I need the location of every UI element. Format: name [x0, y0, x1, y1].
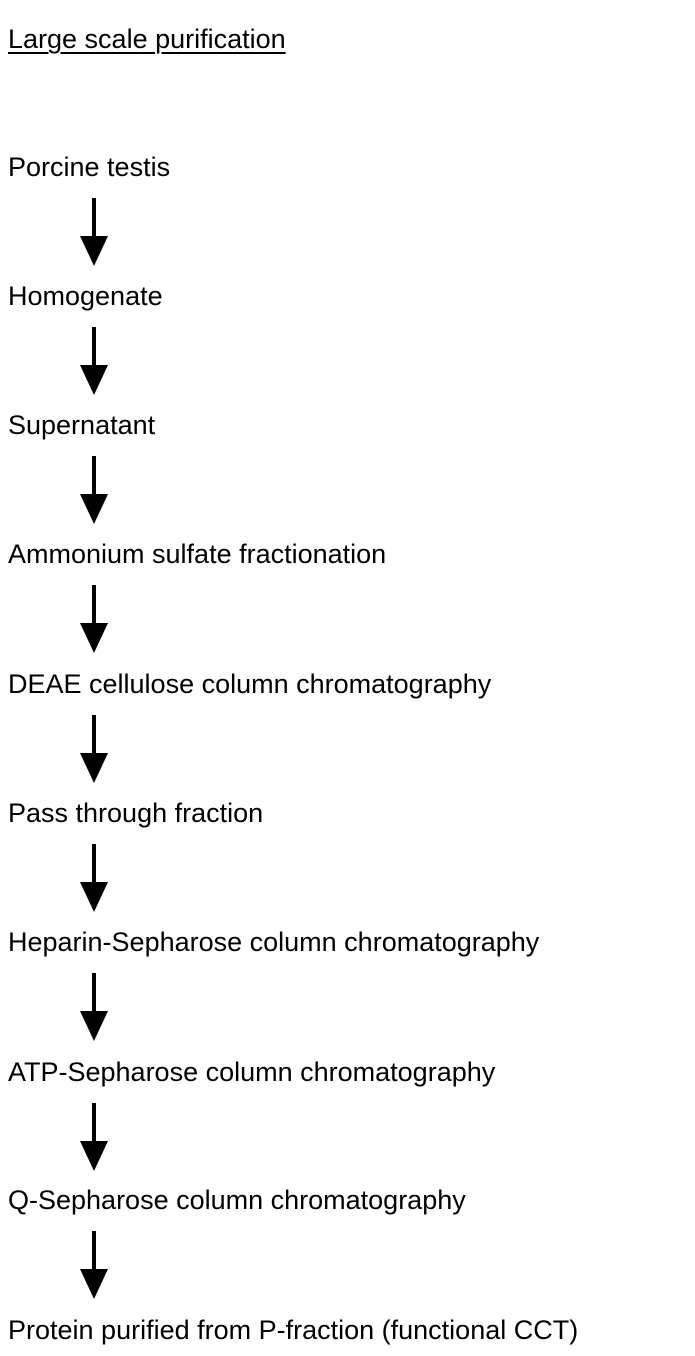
- down-arrow-icon: [79, 456, 109, 526]
- step-supernatant: Supernatant: [8, 410, 156, 440]
- step-ammonium-sulfate: Ammonium sulfate fractionation: [8, 539, 387, 569]
- step-deae-cellulose: DEAE cellulose column chromatography: [8, 669, 492, 699]
- step-porcine-testis: Porcine testis: [8, 152, 171, 182]
- diagram-title: Large scale purification: [8, 24, 286, 54]
- down-arrow-icon: [79, 585, 109, 655]
- step-protein-purified: Protein purified from P-fraction (functi…: [8, 1315, 579, 1345]
- step-atp-sepharose: ATP-Sepharose column chromatography: [8, 1057, 496, 1087]
- down-arrow-icon: [79, 973, 109, 1043]
- down-arrow-icon: [79, 1231, 109, 1301]
- step-heparin-sepharose: Heparin-Sepharose column chromatography: [8, 927, 540, 957]
- down-arrow-icon: [79, 844, 109, 914]
- down-arrow-icon: [79, 715, 109, 785]
- down-arrow-icon: [79, 1103, 109, 1173]
- step-q-sepharose: Q-Sepharose column chromatography: [8, 1185, 466, 1215]
- down-arrow-icon: [79, 327, 109, 397]
- down-arrow-icon: [79, 198, 109, 268]
- step-pass-through: Pass through fraction: [8, 798, 264, 828]
- step-homogenate: Homogenate: [8, 281, 163, 311]
